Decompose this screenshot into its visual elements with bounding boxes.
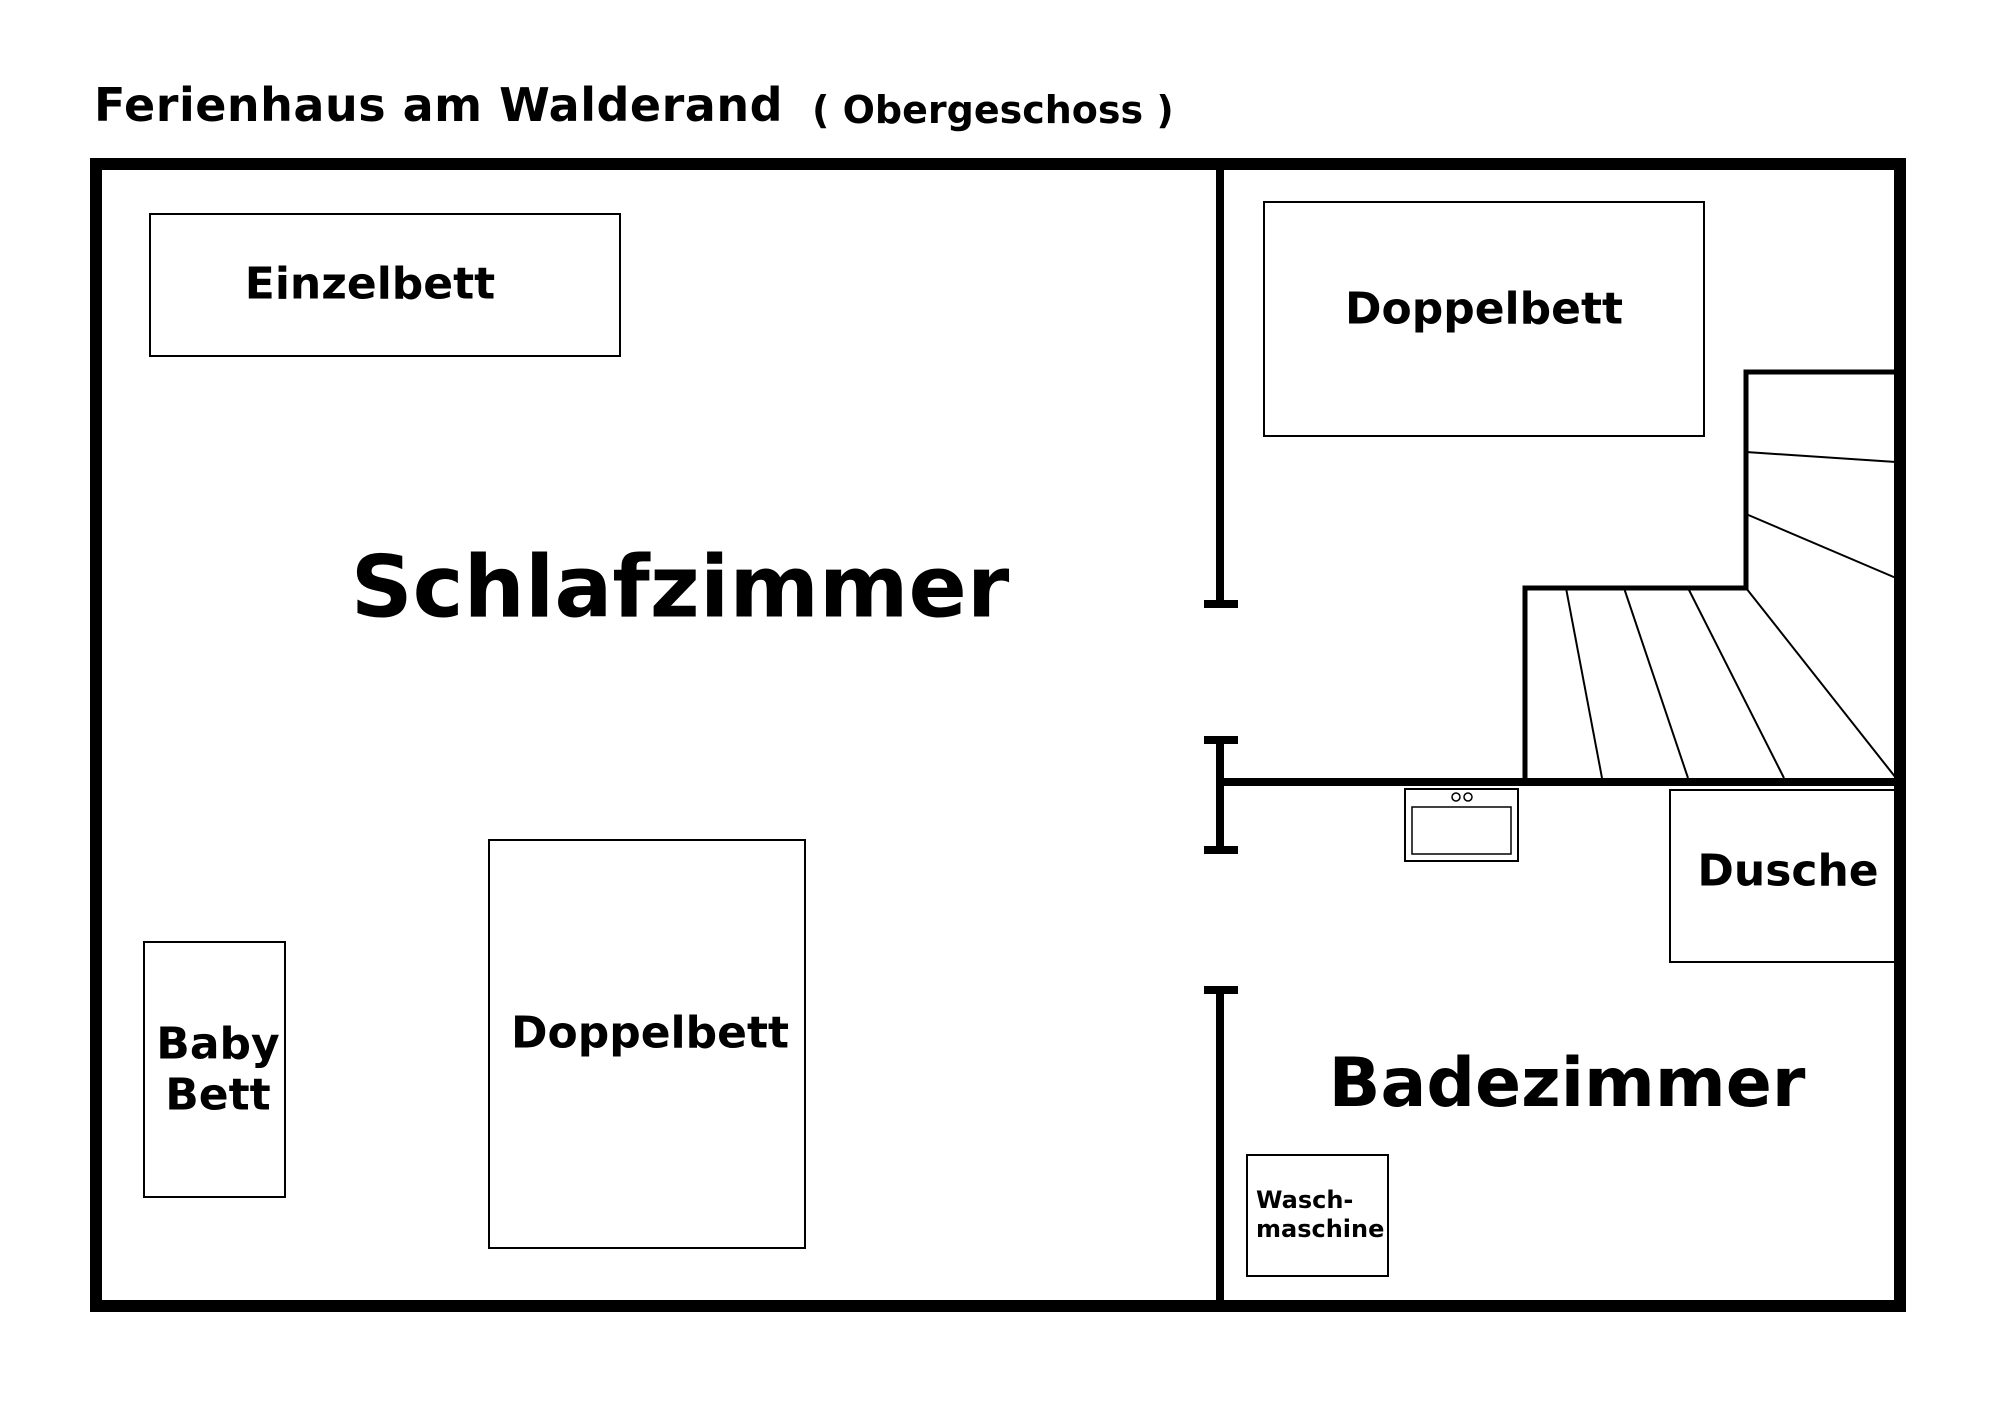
stair-step xyxy=(1745,451,1897,463)
babybett-label-line1: Baby xyxy=(156,1018,280,1070)
stair-step xyxy=(1623,587,1689,779)
stair-step xyxy=(1565,587,1603,779)
einzelbett-outline xyxy=(149,213,621,357)
staircase-outline xyxy=(1522,369,1896,782)
babybett-label: Baby Bett xyxy=(156,1019,279,1120)
waschmaschine-outline xyxy=(1246,1154,1389,1277)
room-label-badezimmer: Badezimmer xyxy=(1328,1043,1806,1123)
dusche-label: Dusche xyxy=(1697,845,1879,897)
stair-step xyxy=(1687,587,1785,779)
stair-step xyxy=(1745,513,1897,579)
doppelbett-top-outline xyxy=(1263,201,1705,437)
stair-step xyxy=(1745,587,1897,779)
waschmaschine-label-line2: maschine xyxy=(1256,1214,1385,1243)
waschmaschine-label-line1: Wasch- xyxy=(1256,1186,1354,1214)
plan-title: Ferienhaus am Walderand xyxy=(94,78,784,132)
einzelbett-label: Einzelbett xyxy=(244,258,496,310)
doppelbett-main-label: Doppelbett xyxy=(510,1007,790,1059)
floor-subtitle: ( Obergeschoss ) xyxy=(812,88,1174,132)
dusche-outline xyxy=(1669,789,1897,963)
doppelbett-top-label: Doppelbett xyxy=(1344,283,1624,335)
doppelbett-main-outline xyxy=(488,839,806,1249)
sink-icon xyxy=(1404,788,1519,862)
waschmaschine-label: Wasch- maschine xyxy=(1256,1186,1384,1244)
babybett-outline xyxy=(143,941,286,1198)
babybett-label-line2: Bett xyxy=(165,1069,271,1120)
room-label-schlafzimmer: Schlafzimmer xyxy=(350,537,1010,638)
outer-wall xyxy=(90,158,1906,1312)
